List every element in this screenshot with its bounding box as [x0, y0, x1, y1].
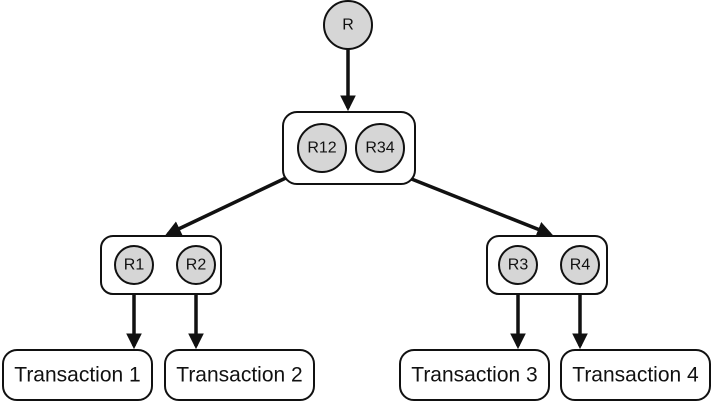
node-r12-label: R12 [307, 140, 336, 157]
transaction-3-box: Transaction 3 [399, 349, 550, 401]
node-r4 [560, 245, 600, 285]
edge-r12-to-r1r2 [165, 174, 291, 236]
level1-group: R12 R34 [282, 111, 416, 185]
transaction-1-box: Transaction 1 [2, 349, 153, 401]
level2-right-group: R3 R4 [486, 235, 608, 295]
transaction-2-box: Transaction 2 [164, 349, 315, 401]
level2-left-group: R1 R2 [100, 235, 222, 295]
node-r2-label: R2 [186, 257, 207, 274]
node-r3-label: R3 [508, 257, 529, 274]
node-r2 [176, 245, 216, 285]
edge-r34-to-r3r4 [403, 174, 553, 237]
node-r1-label: R1 [124, 257, 145, 274]
node-r1 [114, 245, 154, 285]
node-r3 [498, 245, 538, 285]
transaction-4-box: Transaction 4 [560, 349, 711, 401]
transaction-4-label: Transaction 4 [572, 364, 699, 387]
node-r34-label: R34 [365, 140, 394, 157]
node-r4-label: R4 [570, 257, 591, 274]
root-node-label: R [342, 17, 354, 34]
transaction-3-label: Transaction 3 [411, 364, 537, 387]
transaction-1-label: Transaction 1 [14, 364, 140, 387]
node-r12 [297, 123, 347, 173]
root-node: R [323, 0, 373, 50]
transaction-2-label: Transaction 2 [176, 364, 302, 387]
node-r34 [355, 123, 405, 173]
